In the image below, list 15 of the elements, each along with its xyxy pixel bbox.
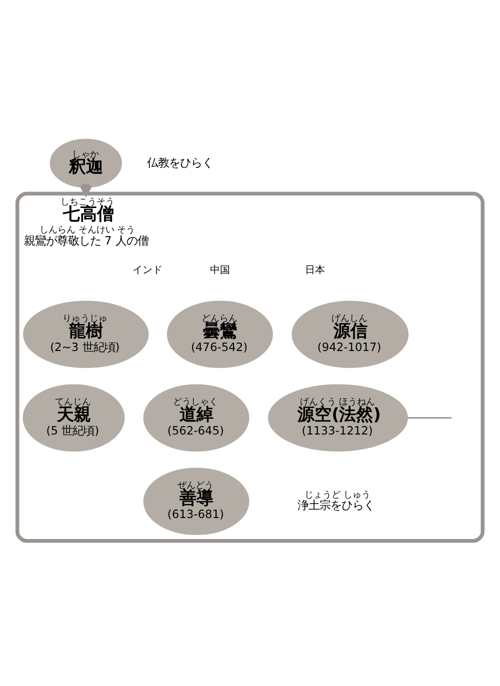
- node-ellipse: げんしん 源信 (942-1017): [292, 300, 409, 368]
- label: 日本: [305, 265, 326, 276]
- node-ellipse: りゅうじゅ 龍樹 (2~3 世紀頃): [23, 300, 149, 368]
- arrow: [80, 184, 92, 196]
- node-label: じょうど しゅう: [304, 490, 370, 500]
- connector: [408, 417, 452, 419]
- node-ellipse: ぜんどう 善導 (613-681): [143, 468, 250, 536]
- label: 中国: [210, 265, 230, 276]
- node-label: 浄土宗をひらく: [298, 498, 375, 512]
- node-ellipse: どんらん 曇鸞 (476-542): [166, 300, 273, 368]
- node-ellipse: げんくう ほうねん 源空(法然) (1133-1212): [268, 384, 408, 452]
- node-ellipse: どうしゃく 道綽 (562-645): [143, 384, 250, 452]
- node-ellipse: てんじん 天親 (5 世紀頃): [22, 384, 125, 452]
- label: インド: [132, 265, 163, 276]
- node-label: 仏教をひらく: [146, 155, 213, 170]
